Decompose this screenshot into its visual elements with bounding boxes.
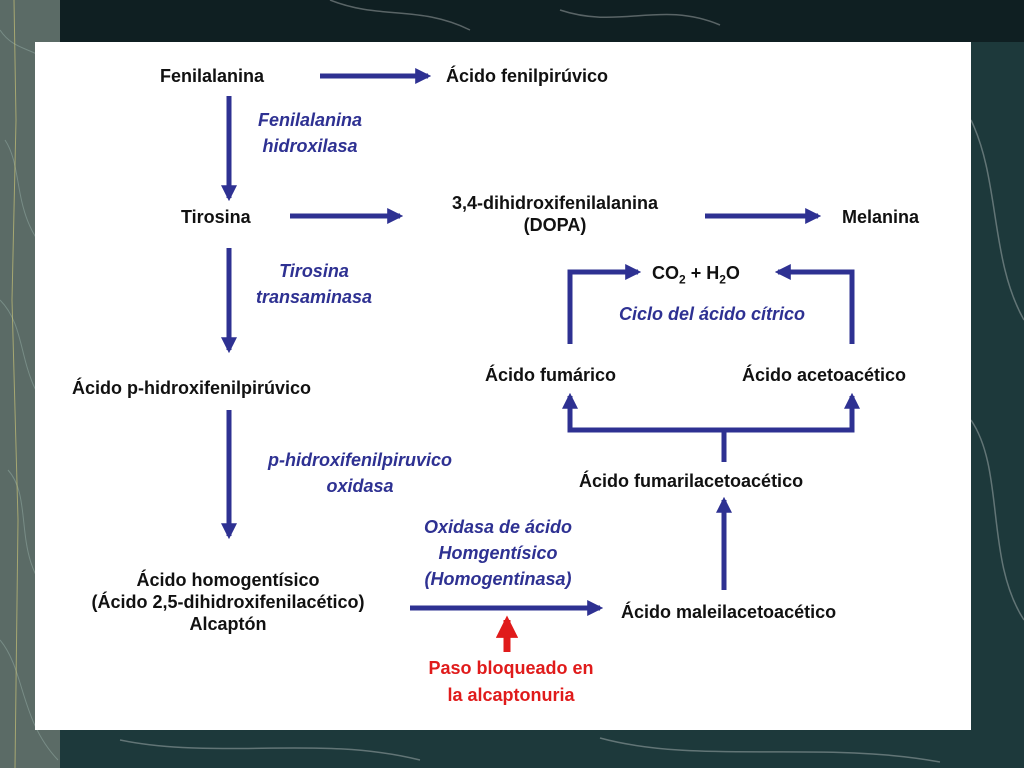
compound-dopa-line1: 3,4-dihidroxifenilalanina: [451, 193, 659, 213]
blocked-note-line1: Paso bloqueado en: [428, 658, 594, 678]
arrow-fumaryl-branch: [561, 392, 727, 462]
enzyme-tyr-transaminase-line2: transaminasa: [255, 287, 373, 307]
enzyme-hpp-oxidase: p-hidroxifenilpiruvico oxidasa: [240, 447, 480, 499]
compound-phenylalanine: Fenilalanina: [160, 66, 265, 86]
homogentisic-line2: (Ácido 2,5-dihidroxifenilacético): [91, 592, 365, 612]
h2o-subscript: 2: [719, 272, 726, 287]
enzyme-tyrosine-transaminase: Tirosina transaminasa: [236, 258, 392, 310]
co2-plus-h: + H: [685, 263, 720, 283]
compound-melanin: Melanina: [842, 207, 920, 227]
compound-homogentisic-acid: Ácido homogentísico (Ácido 2,5-dihidroxi…: [48, 569, 408, 635]
arrow-acetoacetic-to-co2: [774, 263, 855, 344]
compound-co2-water: CO2 + H2O: [652, 262, 740, 287]
blocked-note-line2: la alcaptonuria: [447, 685, 575, 705]
enzyme-hga-oxidase-line3: (Homogentinasa): [424, 569, 572, 589]
compound-maleylacetoacetic-acid: Ácido maleilacetoacético: [621, 602, 837, 622]
homogentisic-line1: Ácido homogentísico: [136, 570, 320, 590]
arrow-fumaryl-to-acetoacetic: [724, 392, 861, 433]
enzyme-hga-oxidase-line1: Oxidasa de ácido: [423, 517, 573, 537]
enzyme-phenylalanine-hydroxylase: Fenilalanina hidroxilasa: [236, 107, 384, 159]
compound-dopa-line2: (DOPA): [523, 215, 587, 235]
compound-dopa: 3,4-dihidroxifenilalanina (DOPA): [410, 192, 700, 236]
enzyme-phe-hydroxylase-line1: Fenilalanina: [257, 110, 363, 130]
homogentisic-line3: Alcaptón: [189, 614, 267, 634]
compound-tyrosine: Tirosina: [181, 207, 251, 227]
slide-panel: [35, 42, 971, 730]
enzyme-homogentisate-oxidase: Oxidasa de ácido Homgentísico (Homogenti…: [400, 514, 596, 592]
compound-acetoacetic-acid: Ácido acetoacético: [742, 365, 907, 385]
enzyme-hpp-oxidase-line2: oxidasa: [326, 476, 394, 496]
h2o-o: O: [725, 263, 740, 283]
co2-co: CO: [652, 263, 679, 283]
label-citric-acid-cycle: Ciclo del ácido cítrico: [618, 304, 806, 324]
enzyme-tyr-transaminase-line1: Tirosina: [279, 261, 349, 281]
compound-phenylpyruvic-acid: Ácido fenilpirúvico: [446, 66, 609, 86]
blocked-step-note: Paso bloqueado en la alcaptonuria: [400, 655, 622, 709]
compound-fumarylacetoacetic-acid: Ácido fumarilacetoacético: [579, 471, 804, 491]
compound-p-hydroxyphenylpyruvic-acid: Ácido p-hidroxifenilpirúvico: [72, 378, 312, 398]
enzyme-hga-oxidase-line2: Homgentísico: [438, 543, 558, 563]
compound-fumaric-acid: Ácido fumárico: [485, 365, 617, 385]
arrow-fumaric-to-co2: [567, 263, 642, 344]
enzyme-hpp-oxidase-line1: p-hidroxifenilpiruvico: [267, 450, 452, 470]
enzyme-phe-hydroxylase-line2: hidroxilasa: [262, 136, 358, 156]
co2-subscript: 2: [679, 272, 686, 287]
